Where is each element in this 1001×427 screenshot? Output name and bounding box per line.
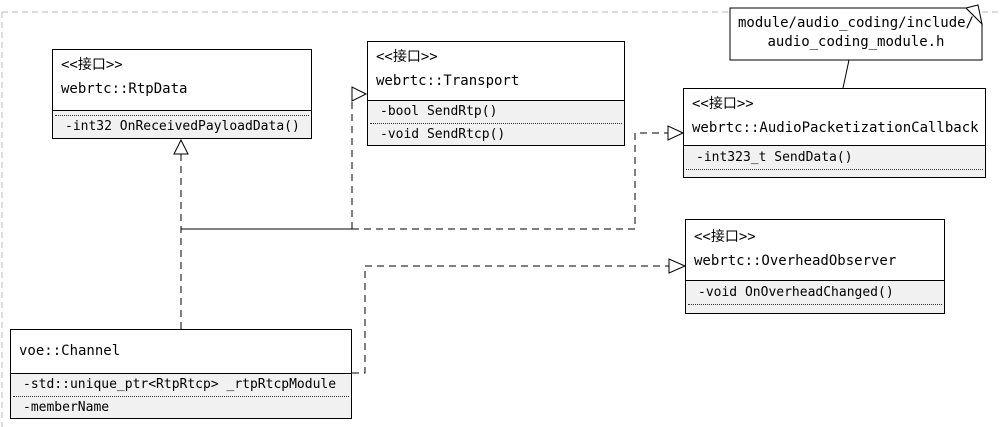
class-member-compartment: -void OnOverheadChanged() [686,281,944,305]
class-member: -memberName [23,400,110,415]
class-box-webrtc-transport[interactable]: <<接口>> webrtc::Transport -bool SendRtp()… [367,41,625,146]
member-separator [13,396,349,397]
class-member: -bool SendRtp() [380,104,498,119]
class-member-compartment: -std::unique_ptr<RtpRtcp> _rtpRtcpModule… [11,374,351,419]
hollow-triangle-arrowhead [173,138,189,155]
class-box-webrtc-overheadobserver[interactable]: <<接口>> webrtc::OverheadObserver -void On… [685,219,945,314]
hollow-triangle-arrowhead [667,125,685,141]
stereotype-label: <<接口>> [61,57,123,73]
class-name: voe::Channel [19,343,121,359]
note-fold-corner-icon [965,4,983,26]
note-box-header-file[interactable] [729,7,983,61]
class-name: webrtc::OverheadObserver [694,253,897,269]
hollow-triangle-arrowhead [351,86,368,102]
class-box-voe-channel[interactable]: voe::Channel -std::unique_ptr<RtpRtcp> _… [10,329,352,419]
class-name: webrtc::Transport [376,73,520,89]
class-member-compartment: -int32 OnReceivedPayloadData() [53,115,311,138]
class-title-compartment: <<接口>> webrtc::AudioPacketizationCallbac… [684,89,985,146]
class-member: -std::unique_ptr<RtpRtcp> _rtpRtcpModule [23,377,337,392]
class-title-compartment: <<接口>> webrtc::Transport [368,42,624,101]
class-title-compartment: <<接口>> webrtc::OverheadObserver [686,220,944,281]
class-title-compartment: voe::Channel [11,330,351,374]
class-name: webrtc::AudioPacketizationCallback [692,120,979,136]
class-member: -int323_t SendData() [696,150,853,165]
class-member: -void OnOverheadChanged() [698,285,894,300]
member-separator [370,123,622,124]
stereotype-label: <<接口>> [692,96,754,112]
member-separator [686,169,983,170]
realization-line-channel-to-overhead[interactable] [352,265,669,374]
class-name: webrtc::RtpData [61,81,188,97]
class-member: -void SendRtcp() [380,127,506,142]
class-member: -int32 OnReceivedPayloadData() [65,119,300,134]
member-separator [55,115,309,116]
realization-line-channel-to-callback[interactable] [352,132,668,230]
stereotype-label: <<接口>> [694,229,756,245]
member-separator [688,304,942,305]
note-text-line: module/audio_coding/include/ [737,15,974,31]
class-title-compartment: <<接口>> webrtc::RtpData [53,50,311,111]
class-box-webrtc-audiopacketizationcallback[interactable]: <<接口>> webrtc::AudioPacketizationCallbac… [683,88,986,178]
note-anchor-line [842,59,850,89]
class-member-compartment: -bool SendRtp() -void SendRtcp() [368,101,624,146]
stereotype-label: <<接口>> [376,49,438,65]
hollow-triangle-arrowhead [668,258,687,274]
class-box-webrtc-rtpdata[interactable]: <<接口>> webrtc::RtpData -int32 OnReceived… [52,49,312,139]
class-member-compartment: -int323_t SendData() [684,146,985,170]
note-text-line: audio_coding_module.h [767,34,945,50]
